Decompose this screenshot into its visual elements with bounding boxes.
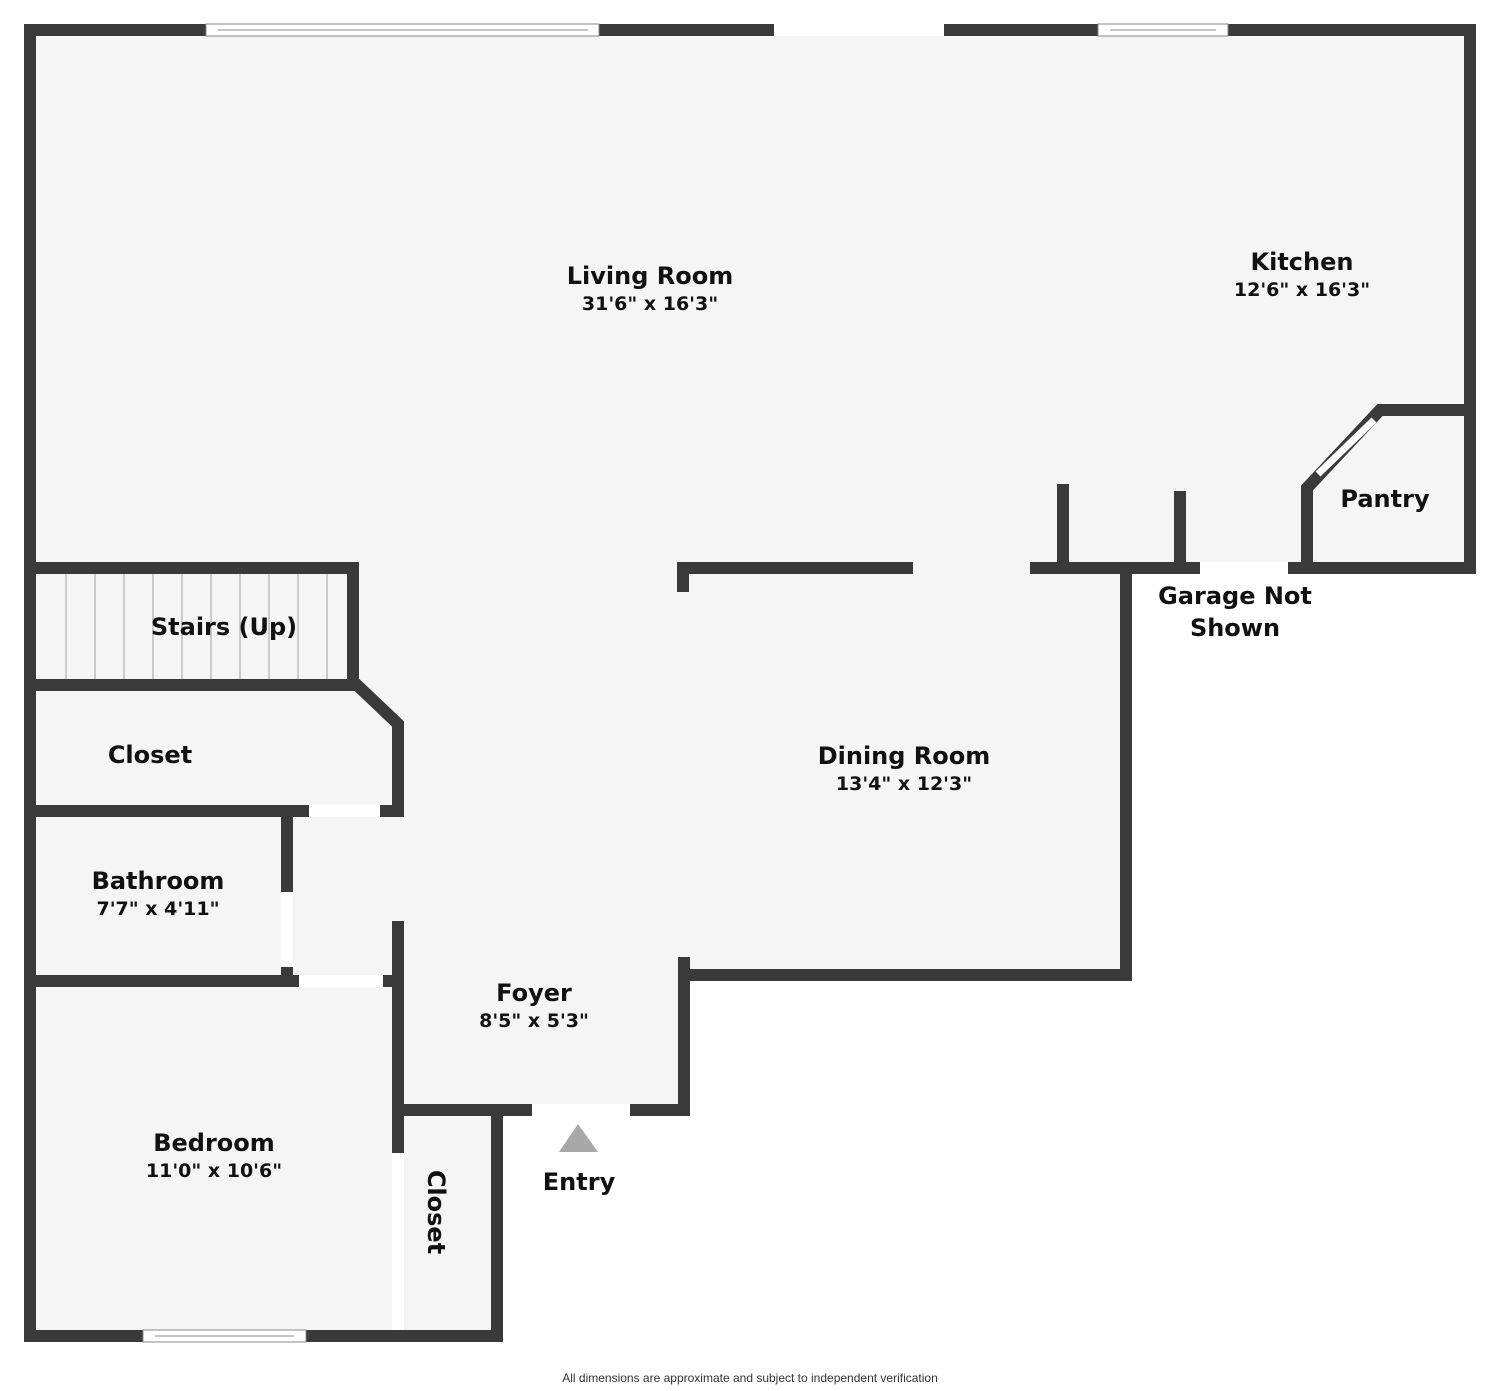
room-label-bedroom: Bedroom 11'0" x 10'6"	[124, 1129, 304, 1182]
room-name: Closet	[107, 741, 193, 769]
stairs-wall	[24, 562, 359, 691]
door-pantry	[1315, 417, 1377, 477]
stair-treads	[65, 574, 328, 680]
room-name: Stairs (Up)	[150, 613, 298, 641]
living-dining-wall	[677, 562, 913, 592]
disclaimer-footer: All dimensions are approximate and subje…	[562, 1371, 938, 1385]
room-name: Foyer	[496, 979, 572, 1007]
floor-area	[30, 30, 1470, 1336]
room-name: Bathroom	[91, 867, 225, 895]
entry-name: Entry	[542, 1168, 616, 1196]
door-closet-lower	[392, 1153, 404, 1330]
room-name: Pantry	[1340, 485, 1430, 513]
room-label-stairs: Stairs (Up)	[134, 613, 314, 641]
entry-label: Entry	[519, 1168, 639, 1196]
room-name: Closet	[422, 1169, 450, 1255]
room-name: Living Room	[566, 262, 734, 290]
room-label-foyer: Foyer 8'5" x 5'3"	[444, 979, 624, 1032]
door-bathroom	[281, 892, 293, 967]
room-dimensions: 7'7" x 4'11"	[96, 898, 220, 920]
room-dimensions: 13'4" x 12'3"	[835, 773, 973, 795]
room-label-bathroom: Bathroom 7'7" x 4'11"	[68, 867, 248, 920]
room-dimensions: 31'6" x 16'3"	[581, 293, 719, 315]
room-name-line-1: Garage Not	[1158, 582, 1312, 610]
door-closet-upper	[309, 805, 380, 817]
room-label-closet-lower: Closet	[422, 1152, 450, 1272]
stairs-closet-wall	[24, 679, 404, 817]
room-name: Bedroom	[153, 1129, 275, 1157]
room-name: Kitchen	[1250, 248, 1354, 276]
walls	[24, 24, 1476, 1342]
door-entry	[532, 1104, 630, 1116]
room-name: Dining Room	[817, 742, 991, 770]
room-dimensions: 8'5" x 5'3"	[479, 1010, 589, 1032]
room-label-living-room: Living Room 31'6" x 16'3"	[550, 262, 750, 315]
room-label-kitchen: Kitchen 12'6" x 16'3"	[1202, 248, 1402, 301]
room-dimensions: 12'6" x 16'3"	[1233, 279, 1371, 301]
door-garage	[1200, 562, 1288, 574]
room-label-garage: Garage Not Shown	[1135, 580, 1335, 644]
entry-arrow-icon	[559, 1124, 598, 1152]
room-label-dining-room: Dining Room 13'4" x 12'3"	[794, 742, 1014, 795]
room-dimensions: 11'0" x 10'6"	[145, 1160, 283, 1182]
room-label-closet-upper: Closet	[90, 741, 210, 769]
door-bedroom	[299, 975, 383, 987]
opening-living-top	[774, 24, 944, 36]
room-name-line-2: Shown	[1189, 614, 1281, 642]
openings	[142, 23, 1288, 1343]
room-label-pantry: Pantry	[1325, 485, 1445, 513]
